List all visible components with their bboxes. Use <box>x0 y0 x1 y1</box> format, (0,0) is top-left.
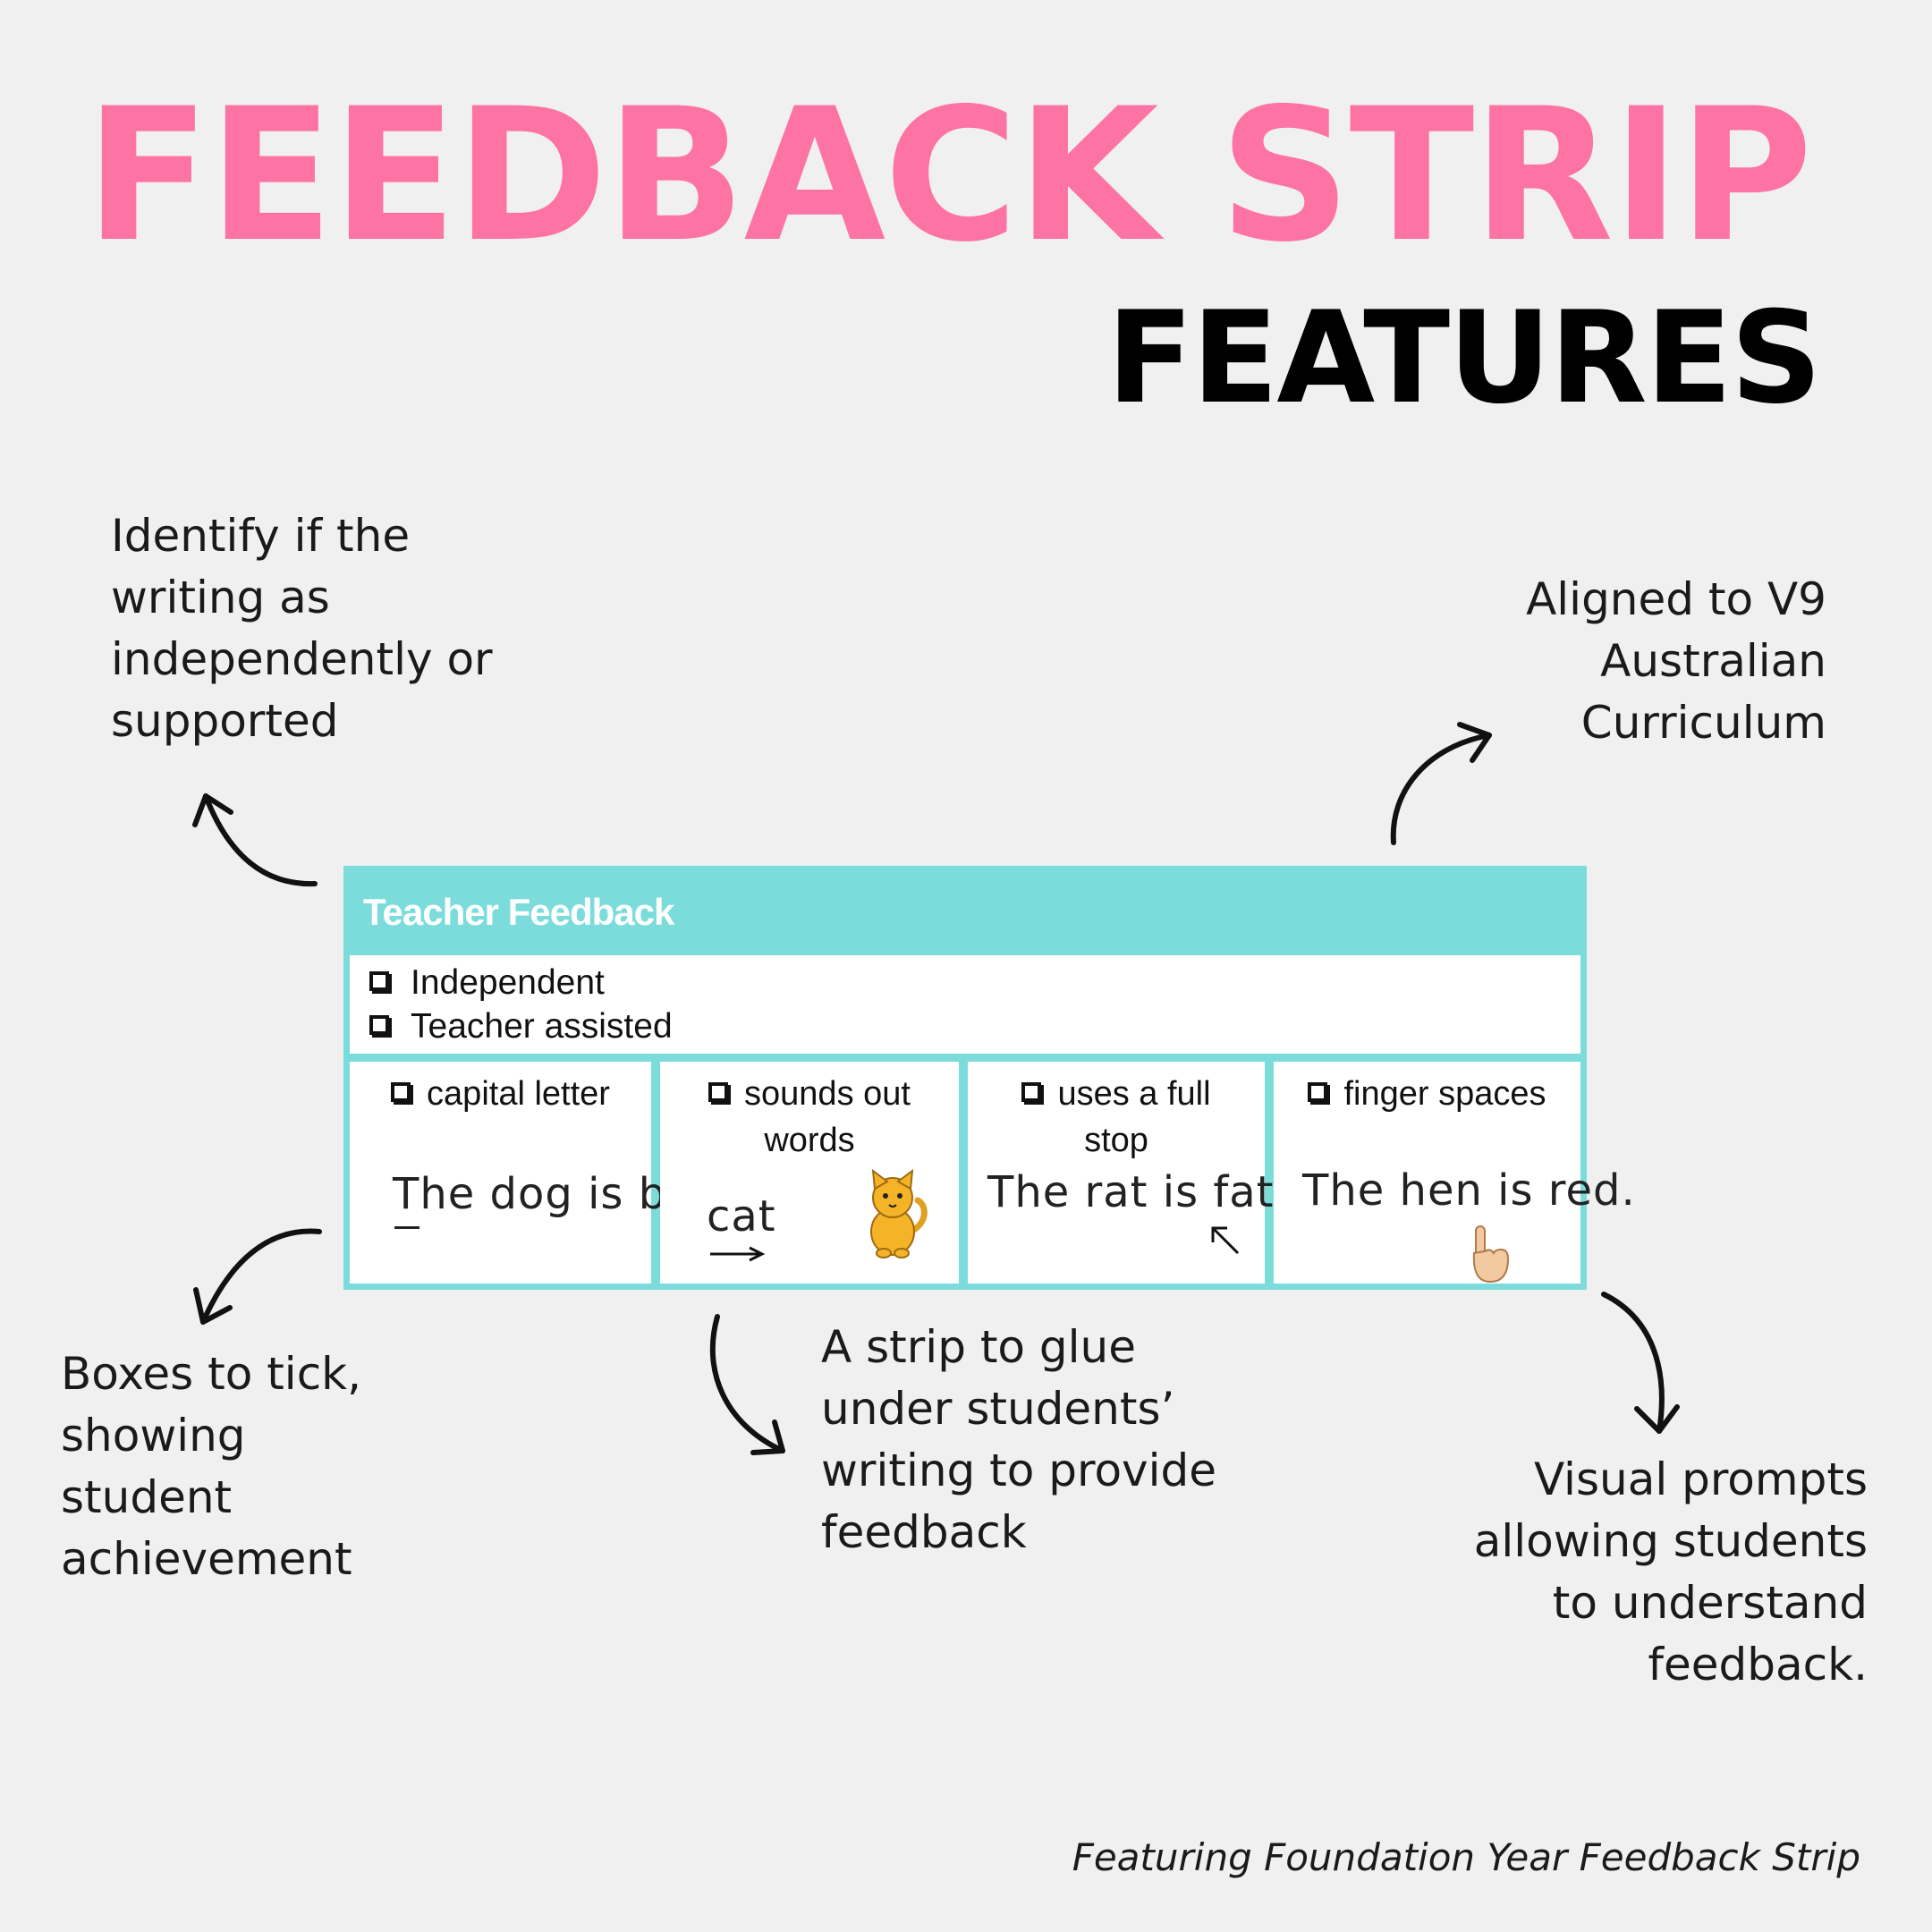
example-word: cat <box>707 1191 776 1241</box>
note-strip: A strip to glue under students’ writing … <box>821 1321 1217 1558</box>
example-sentence: The rat is fat. <box>987 1167 1289 1217</box>
strip-header: Teacher Feedback <box>363 891 674 933</box>
criterion-finger-spaces: finger spaces The hen is red. <box>1274 1062 1635 1284</box>
arrow-to-independent-icon <box>192 793 318 887</box>
note-visual: Visual prompts allowing students to unde… <box>1473 1453 1868 1690</box>
option-label: Teacher assisted <box>411 1007 673 1046</box>
option-independent[interactable]: Independent <box>369 961 605 1005</box>
right-arrow-icon <box>710 1246 766 1262</box>
example-sentence: The hen is red. <box>1302 1165 1636 1216</box>
checkbox-icon[interactable] <box>1308 1081 1328 1102</box>
checkbox-icon[interactable] <box>391 1081 411 1102</box>
checkbox-icon[interactable] <box>369 1014 389 1035</box>
arrow-to-visual-icon <box>1601 1292 1680 1434</box>
criterion-label: finger spaces <box>1343 1075 1546 1113</box>
checkbox-icon[interactable] <box>708 1081 729 1102</box>
criterion-label: sounds out words <box>744 1075 911 1159</box>
finger-icon <box>1472 1225 1510 1284</box>
feedback-strip: Teacher Feedback Independent Teacher ass… <box>343 866 1635 1290</box>
page-subtitle: FEATURES <box>1106 284 1822 432</box>
criterion-capital-letter: capital letter The dog is big. <box>350 1062 721 1284</box>
option-label: Independent <box>411 963 605 1002</box>
pointer-arrow-icon <box>1211 1226 1240 1255</box>
page-title: FEEDBACK STRIP <box>85 70 1813 283</box>
criterion-sounds-out-words: sounds out words cat <box>660 1062 959 1284</box>
checkbox-icon[interactable] <box>369 970 389 991</box>
arrow-to-boxes-icon <box>193 1228 322 1325</box>
cat-icon <box>870 1169 928 1258</box>
criterion-uses-full-stop: uses a full stop The rat is fat. <box>968 1062 1288 1284</box>
assist-options: Independent Teacher assisted <box>350 955 1580 1054</box>
caption: Featuring Foundation Year Feedback Strip <box>1072 1835 1860 1879</box>
criterion-label: capital letter <box>427 1075 610 1113</box>
note-independent: Identify if the writing as independently… <box>111 510 493 747</box>
note-boxes: Boxes to tick, showing student achieveme… <box>61 1348 362 1585</box>
underline-mark <box>394 1226 419 1229</box>
note-curriculum: Aligned to V9 Australian Curriculum <box>1526 573 1826 749</box>
criterion-label: uses a full stop <box>1057 1075 1211 1159</box>
arrow-to-strip-icon <box>709 1314 785 1455</box>
arrow-to-curriculum-icon <box>1390 722 1492 845</box>
option-teacher-assisted[interactable]: Teacher assisted <box>369 1004 673 1049</box>
checkbox-icon[interactable] <box>1021 1081 1042 1102</box>
